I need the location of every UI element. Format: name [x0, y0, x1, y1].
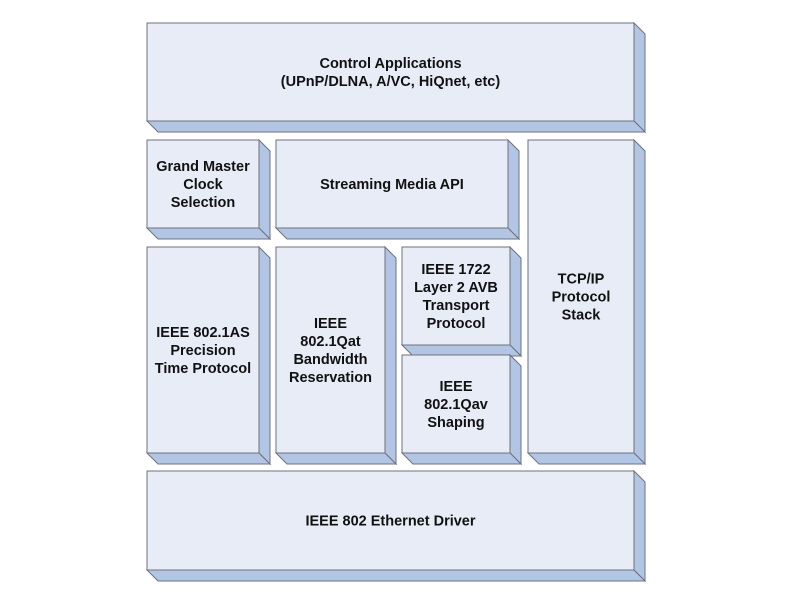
block-side-face — [507, 138, 520, 241]
block-label-line: Reservation — [289, 370, 372, 386]
block-side-face — [258, 245, 271, 466]
block-side-face — [633, 138, 646, 466]
block-side-face — [258, 138, 271, 241]
block-bottom-face — [274, 227, 521, 240]
block-label-line: TCP/IP — [558, 272, 605, 288]
block-label-line: IEEE 802.1AS — [156, 325, 250, 341]
block-label-line: IEEE 1722 — [421, 262, 490, 278]
block-front-face — [527, 139, 635, 454]
block-label-line: Shaping — [427, 415, 484, 431]
block-front-face — [401, 246, 511, 346]
block-label-line: Grand Master — [156, 159, 250, 175]
block-bottom-face — [145, 569, 647, 582]
block-front-face — [275, 246, 386, 454]
block-label-line: Selection — [171, 195, 235, 211]
block-label-line: Time Protocol — [155, 361, 251, 377]
block-label: IEEE 802 Ethernet Driver — [305, 514, 475, 530]
block-label: Control Applications (UPnP/DLNA, A/VC, Hi… — [281, 56, 501, 90]
block-side-face — [509, 353, 522, 466]
block-label: Streaming Media API — [320, 177, 464, 193]
block-label-line: IEEE 802 Ethernet Driver — [305, 514, 475, 530]
block-label-line: Precision — [170, 343, 235, 359]
block-front-face — [275, 139, 509, 229]
block-bottom-face — [274, 452, 398, 465]
block-bottom-face — [145, 452, 272, 465]
block-front-face — [146, 246, 260, 454]
block-bottom-face — [145, 227, 272, 240]
block-label-line: Protocol — [427, 316, 486, 332]
block-label-line: Stack — [562, 308, 602, 324]
block-bottom-face — [400, 344, 523, 357]
block-bottom-face — [526, 452, 647, 465]
block-label-line: Streaming Media API — [320, 177, 464, 193]
block-bottom-face — [400, 452, 523, 465]
block-label-line: Transport — [423, 298, 490, 314]
block-side-face — [633, 21, 646, 134]
block-label-line: 802.1Qav — [424, 397, 488, 413]
block-bottom-face — [145, 120, 647, 133]
block-ieee-802-ethernet-driver: IEEE 802 Ethernet Driver — [145, 469, 647, 583]
block-label-line: Bandwidth — [293, 352, 367, 368]
block-label-line: IEEE — [439, 379, 472, 395]
block-side-face — [633, 469, 646, 583]
block-front-face — [146, 22, 635, 122]
block-label-line: Clock — [183, 177, 223, 193]
block-label-line: 802.1Qat — [300, 334, 361, 350]
block-streaming-media-api: Streaming Media API — [274, 138, 521, 241]
block-side-face — [509, 245, 522, 358]
block-label-line: Protocol — [552, 290, 611, 306]
block-control-applications: Control Applications (UPnP/DLNA, A/VC, Hi… — [145, 21, 647, 134]
block-label-line: IEEE — [314, 316, 347, 332]
block-front-face — [401, 354, 511, 454]
block-label-line: Control Applications — [319, 56, 461, 72]
block-front-face — [146, 139, 260, 229]
block-label-line: (UPnP/DLNA, A/VC, HiQnet, etc) — [281, 74, 501, 90]
block-side-face — [384, 245, 397, 466]
block-label-line: Layer 2 AVB — [414, 280, 498, 296]
block-front-face — [146, 470, 635, 571]
